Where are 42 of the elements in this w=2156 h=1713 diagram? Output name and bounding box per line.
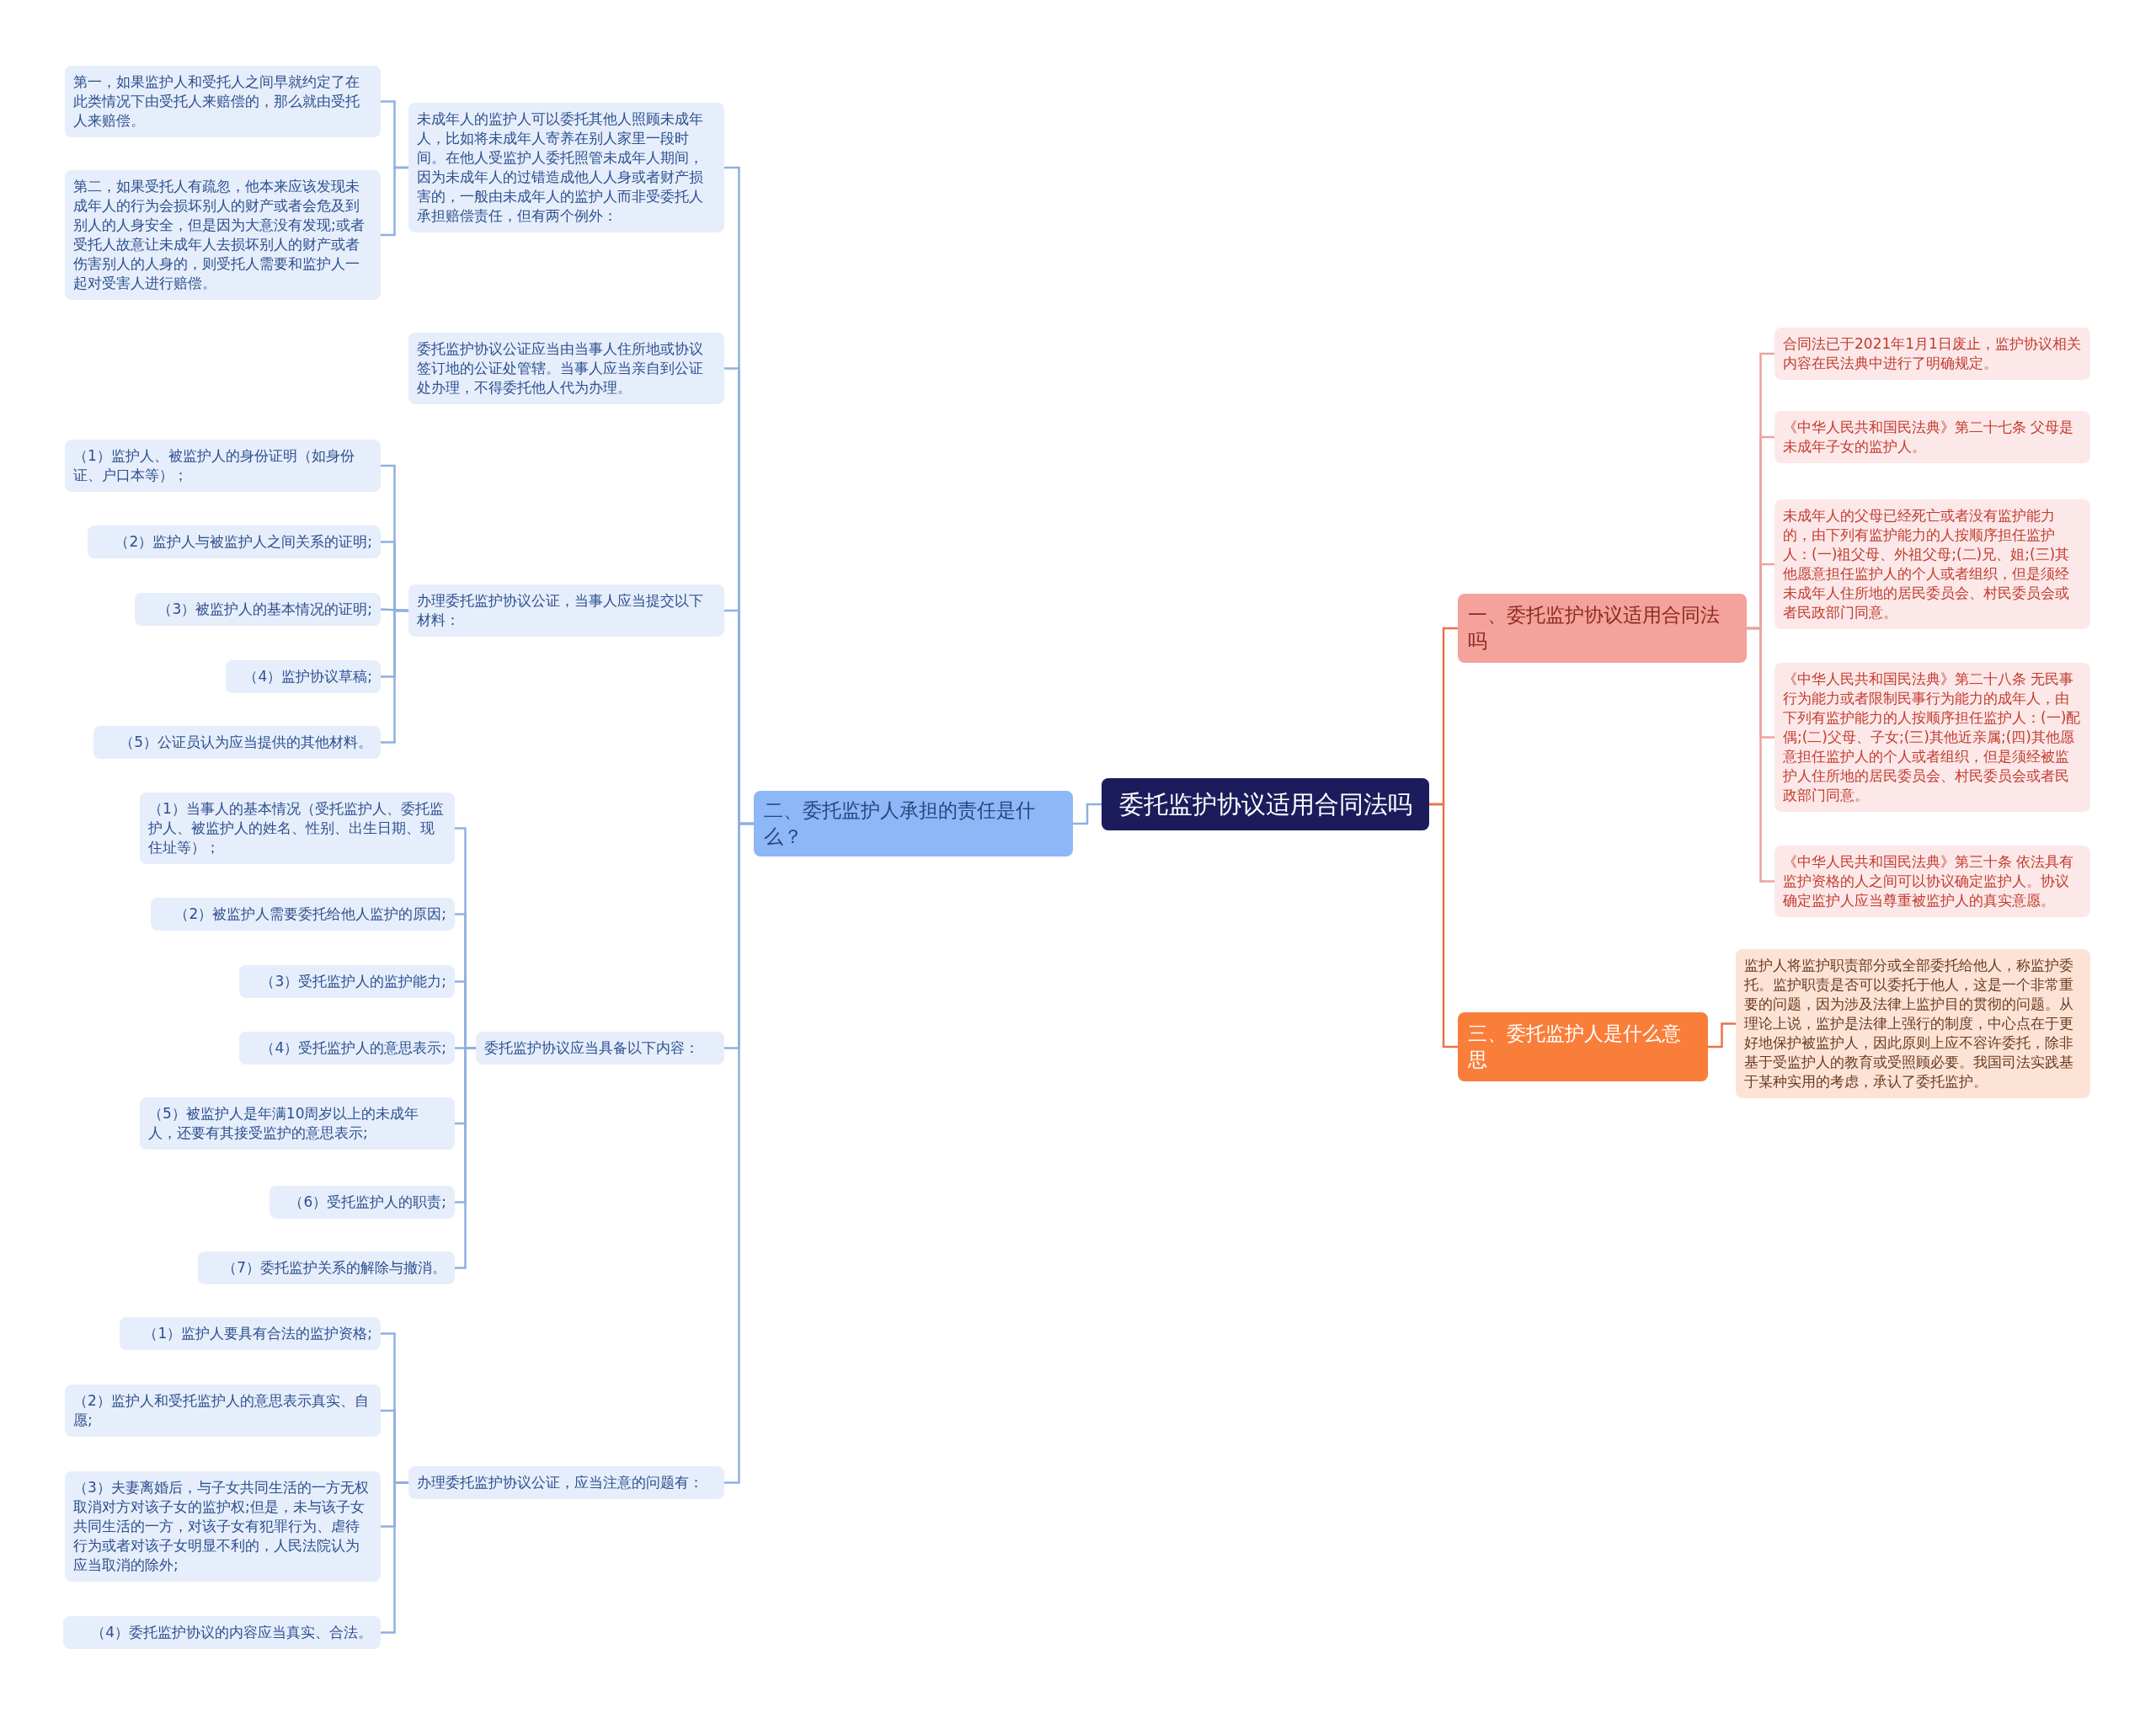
subtopic-box: 第一，如果监护人和受托人之间早就约定了在此类情况下由受托人来赔偿的，那么就由受托人来赔偿。: [65, 66, 381, 137]
subtopic-box: （1）当事人的基本情况（受托监护人、委托监护人、被监护人的姓名、性别、出生日期、现住址等）；: [140, 792, 455, 864]
connector-line: [724, 822, 754, 1484]
subtopic-box: 未成年人的监护人可以委托其他人照顾未成年人，比如将未成年人寄养在别人家里一段时间。在他人受监护人委托照管未成年人期间，因为未成年人的过错造成他人人身或者财产损害的，一般由未成年人的监护人而非受委托人承担赔偿责任，但有两个例外：: [408, 103, 724, 232]
branch-topic-box: 三、委托监护人是什么意思: [1458, 1012, 1708, 1081]
subtopic-box: 监护人将监护职责部分或全部委托给他人，称监护委托。监护职责是否可以委托于他人，这是一个非常重要的问题，因为涉及法律上监护目的贯彻的问题。从理论上说，监护是法律上强行的制度，中心点在于更好地保护被监护人，因此原则上应不容许委托，除非基于受监护人的教育或受照顾必要。我国司法实践基于某种实用的考虑，承认了委托监护。: [1736, 949, 2090, 1098]
branch-topic-box: 二、委托监护人承担的责任是什么？: [754, 791, 1073, 856]
subtopic-box: （7）委托监护关系的解除与撤消。: [198, 1251, 455, 1284]
subtopic-box: 未成年人的父母已经死亡或者没有监护能力的，由下列有监护能力的人按顺序担任监护人：(一)祖父母、外祖父母;(二)兄、姐;(三)其他愿意担任监护人的个人或者组织，但是须经未成年人住所地的居民委员会、村民委员会或者民政部门同意。: [1774, 499, 2090, 629]
subtopic-box: （3）受托监护人的监护能力;: [239, 965, 455, 998]
subtopic-box: （2）被监护人需要委托给他人监护的原因;: [151, 898, 455, 931]
subtopic-box: （4）委托监护协议的内容应当真实、合法。: [63, 1616, 381, 1649]
connector-line: [1073, 803, 1102, 825]
connector-line: [1747, 627, 1774, 883]
central-topic-box: 委托监护协议适用合同法吗: [1102, 778, 1429, 830]
subtopic-box: （1）监护人要具有合法的监护资格;: [120, 1317, 381, 1350]
subtopic-box: （3）夫妻离婚后，与子女共同生活的一方无权取消对方对该子女的监护权;但是，未与该子女共同生活的一方，对该子女有犯罪行为、虐待行为或者对该子女明显不利的，人民法院认为应当取消的除外;: [65, 1471, 381, 1582]
connector-line: [381, 166, 408, 237]
connector-line: [381, 1481, 408, 1634]
subtopic-box: （4）监护协议草稿;: [226, 660, 381, 693]
subtopic-box: 委托监护协议应当具备以下内容：: [476, 1032, 724, 1065]
subtopic-box: 办理委托监护协议公证，应当注意的问题有：: [408, 1466, 724, 1499]
subtopic-box: （2）监护人和受托监护人的意思表示真实、自愿;: [65, 1385, 381, 1437]
subtopic-box: （1）监护人、被监护人的身份证明（如身份证、户口本等）；: [65, 440, 381, 492]
subtopic-box: 《中华人民共和国民法典》第二十七条 父母是未成年子女的监护人。: [1774, 411, 2090, 463]
subtopic-box: （2）监护人与被监护人之间关系的证明;: [88, 526, 381, 558]
subtopic-box: 第二，如果受托人有疏忽，他本来应该发现未成年人的行为会损坏别人的财产或者会危及到别人的人身安全，但是因为大意没有发现;或者受托人故意让未成年人去损坏别人的财产或者伤害别人的人身的，则受托人需要和监护人一起对受害人进行赔偿。: [65, 170, 381, 300]
subtopic-box: 《中华人民共和国民法典》第二十八条 无民事行为能力或者限制民事行为能力的成年人，由下列有监护能力的人按顺序担任监护人：(一)配偶;(二)父母、子女;(三)其他近亲属;(四)其他愿意担任监护人的个人或者组织，但是须经被监护人住所地的居民委员会、村民委员会或者民政部门同意。: [1774, 663, 2090, 812]
connector-line: [1429, 803, 1458, 1049]
connector-line: [1708, 1022, 1736, 1049]
branch-topic-box: 一、委托监护协议适用合同法吗: [1458, 594, 1747, 663]
connector-line: [381, 609, 408, 744]
subtopic-box: （5）公证员认为应当提供的其他材料。: [93, 726, 381, 759]
subtopic-box: 《中华人民共和国民法典》第三十条 依法具有监护资格的人之间可以协议确定监护人。协议确定监护人应当尊重被监护人的真实意愿。: [1774, 846, 2090, 917]
subtopic-box: （6）受托监护人的职责;: [270, 1186, 455, 1219]
subtopic-box: 合同法已于2021年1月1日废止，监护协议相关内容在民法典中进行了明确规定。: [1774, 328, 2090, 380]
subtopic-box: （4）受托监护人的意思表示;: [239, 1032, 455, 1065]
subtopic-box: （3）被监护人的基本情况的证明;: [135, 593, 381, 626]
subtopic-box: 办理委托监护协议公证，当事人应当提交以下材料：: [408, 584, 724, 637]
subtopic-box: （5）被监护人是年满10周岁以上的未成年人，还要有其接受监护的意思表示;: [140, 1097, 455, 1150]
connector-line: [455, 1047, 476, 1269]
subtopic-box: 委托监护协议公证应当由当事人住所地或协议签订地的公证处管辖。当事人应当亲自到公证处办理，不得委托他人代为办理。: [408, 333, 724, 404]
